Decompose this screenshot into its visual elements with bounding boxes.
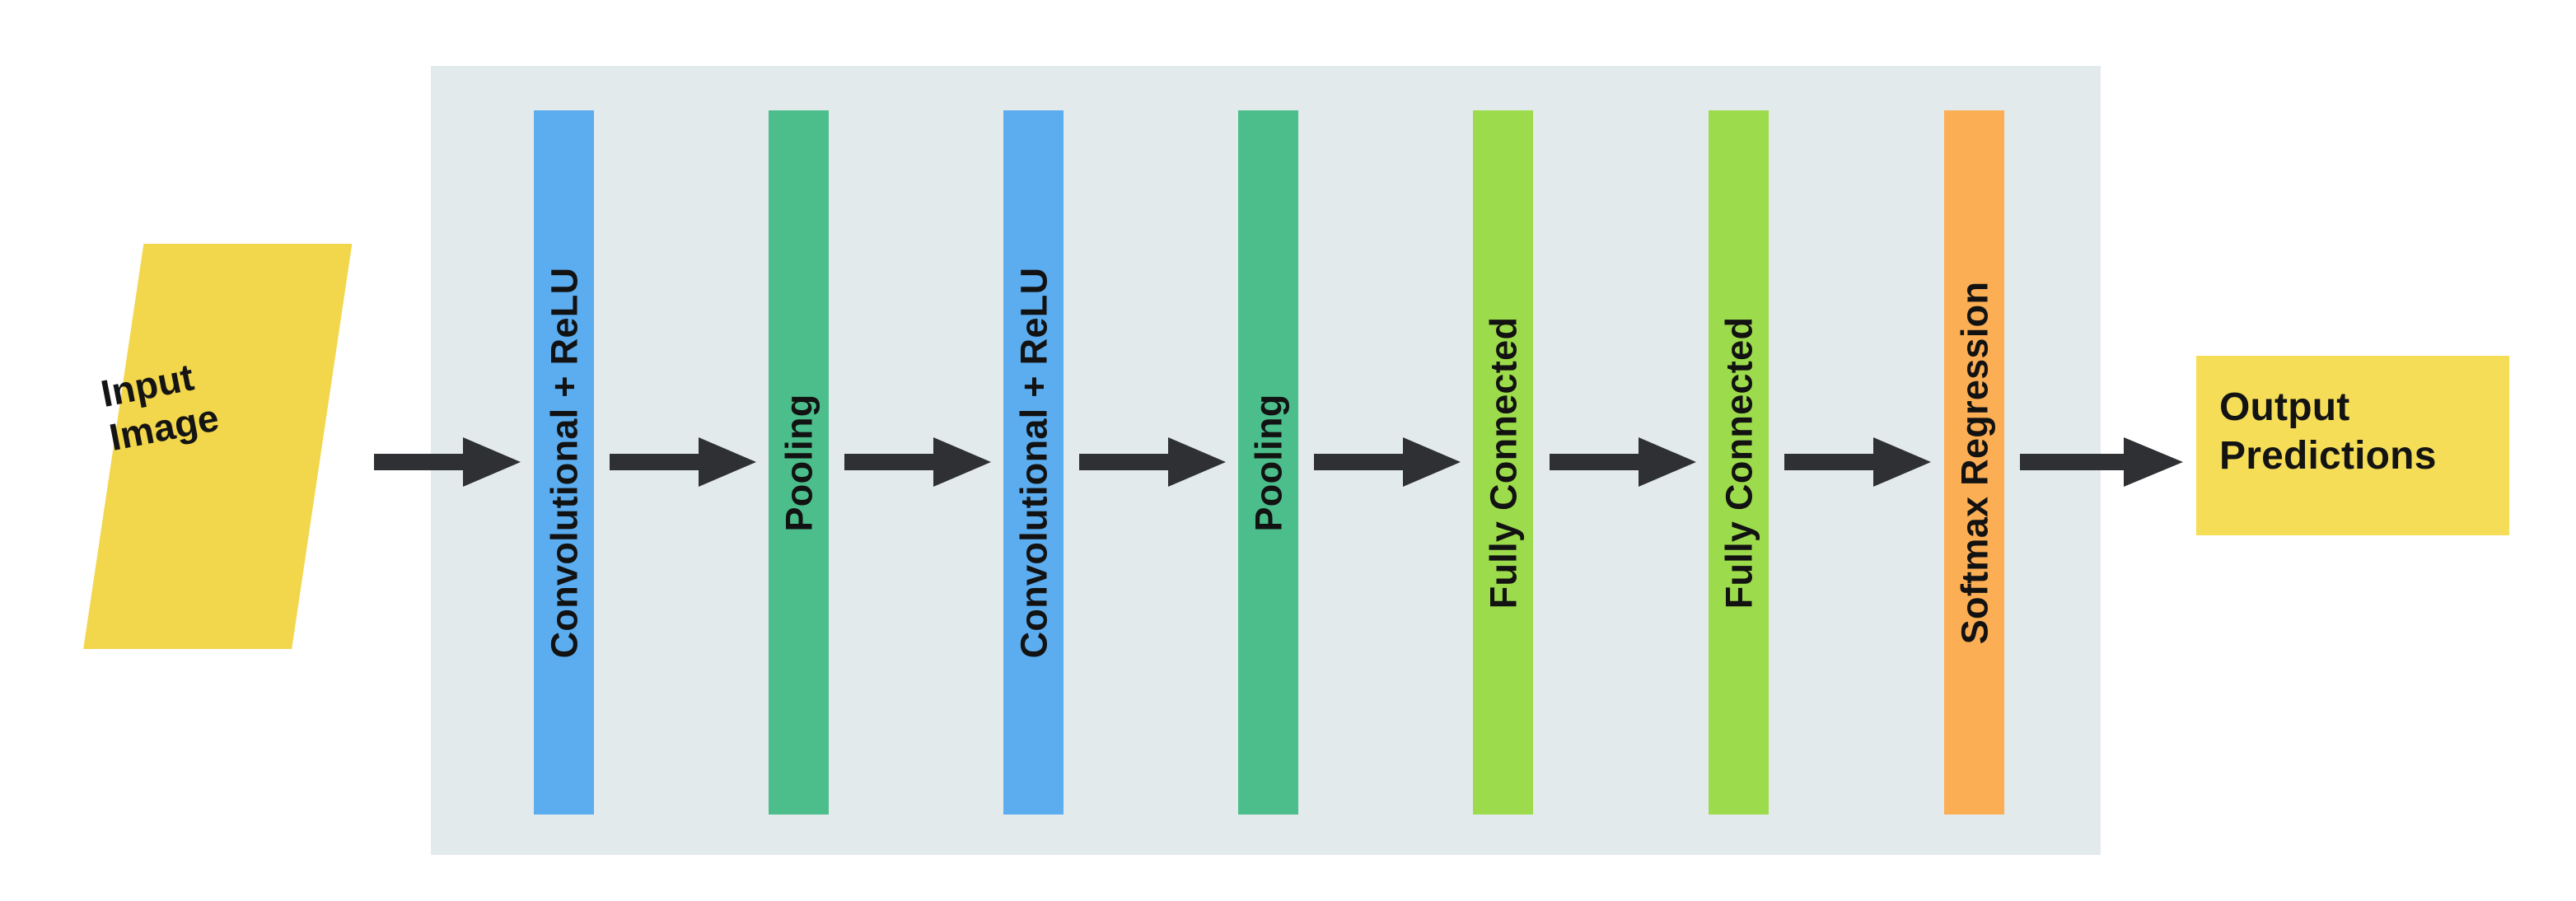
arrow-pool1-to-conv2-icon bbox=[844, 436, 991, 488]
layer-bar-pooling-1[interactable]: Pooling bbox=[769, 110, 829, 815]
arrow-fc1-to-fc2-icon bbox=[1550, 436, 1696, 488]
layer-label-convolutional-relu-2: Convolutional + ReLU bbox=[1012, 267, 1054, 658]
output-predictions-line-2: Predictions bbox=[2219, 433, 2437, 478]
arrow-conv2-to-pool2-icon bbox=[1079, 436, 1226, 488]
layer-label-fully-connected-1: Fully Connected bbox=[1482, 316, 1524, 609]
arrow-conv1-to-pool1-icon bbox=[610, 436, 756, 488]
layer-label-fully-connected-2: Fully Connected bbox=[1718, 316, 1760, 609]
input-image-shape bbox=[49, 244, 353, 649]
layer-bar-convolutional-relu-2[interactable]: Convolutional + ReLU bbox=[1003, 110, 1064, 815]
layer-label-convolutional-relu-1: Convolutional + ReLU bbox=[543, 267, 585, 658]
output-predictions-box: Output Predictions bbox=[2196, 356, 2509, 535]
output-predictions-line-1: Output bbox=[2219, 385, 2350, 429]
input-parallelogram-polygon bbox=[83, 244, 353, 649]
output-predictions-label: Output Predictions bbox=[2219, 384, 2437, 480]
layer-label-pooling-2: Pooling bbox=[1247, 393, 1289, 532]
layer-bar-softmax-regression[interactable]: Softmax Regression bbox=[1944, 110, 2004, 815]
layer-bar-fully-connected-2[interactable]: Fully Connected bbox=[1709, 110, 1769, 815]
arrow-pool2-to-fc1-icon bbox=[1314, 436, 1461, 488]
layer-bar-fully-connected-1[interactable]: Fully Connected bbox=[1473, 110, 1533, 815]
arrow-fc2-to-softmax-icon bbox=[1784, 436, 1931, 488]
layer-bar-pooling-2[interactable]: Pooling bbox=[1238, 110, 1298, 815]
layer-label-pooling-1: Pooling bbox=[778, 393, 820, 532]
layer-bar-convolutional-relu-1[interactable]: Convolutional + ReLU bbox=[534, 110, 594, 815]
arrow-softmax-to-output-icon bbox=[2020, 436, 2183, 488]
arrow-input-to-conv1-icon bbox=[374, 436, 521, 488]
layer-label-softmax-regression: Softmax Regression bbox=[1953, 281, 1995, 644]
